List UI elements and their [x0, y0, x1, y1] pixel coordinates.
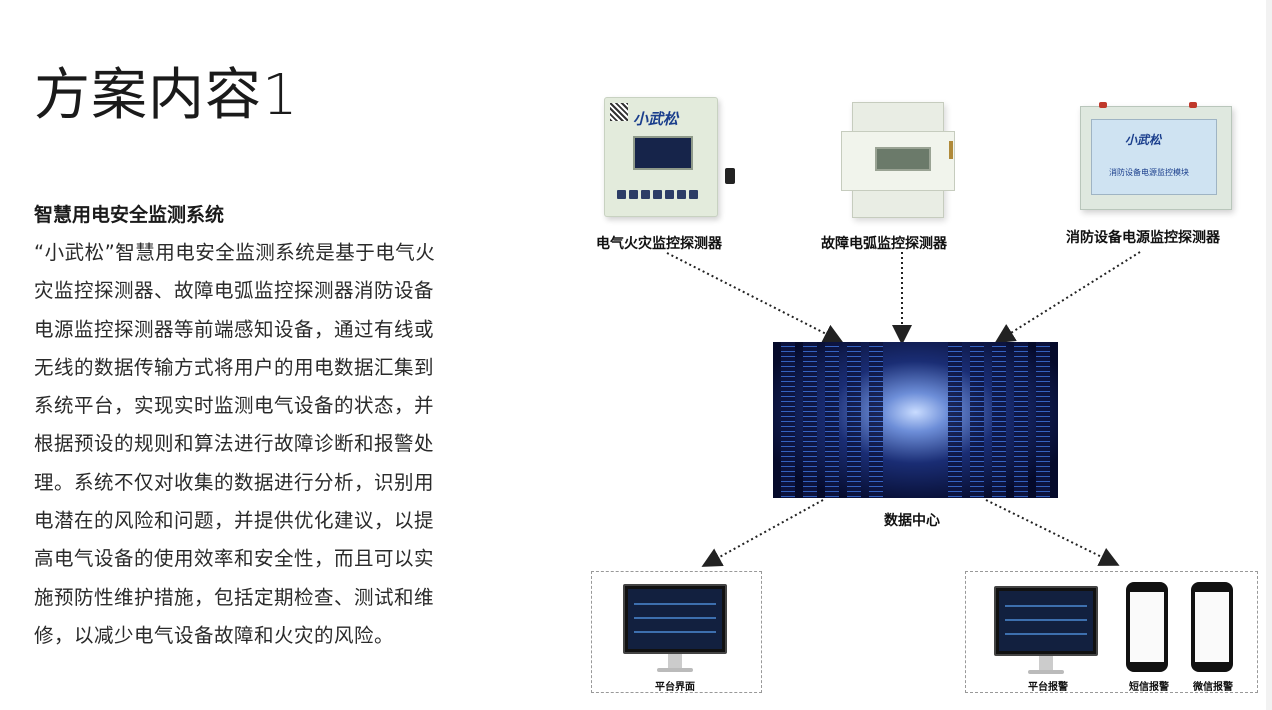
arrow-center-to-alarms — [985, 499, 1120, 566]
terminal-icon — [1189, 102, 1197, 108]
output-label-sms: 短信报警 — [1129, 682, 1169, 693]
alarm-outputs-box: 平台报警 短信报警 微信报警 — [965, 571, 1258, 693]
device-keypad — [617, 190, 698, 199]
description-paragraph: “小武松”智慧用电安全监测系统是基于电气火灾监控探测器、故障电弧监控探测器消防设… — [34, 241, 436, 647]
device-panel-text: 消防设备电源监控模块 — [1109, 168, 1189, 177]
section-subtitle: 智慧用电安全监测系统 — [34, 204, 225, 226]
device-panel — [1091, 119, 1217, 195]
arc-fault-detector-device — [841, 102, 955, 218]
page-title: 方案内容1 — [34, 63, 299, 128]
data-center-label: 数据中心 — [884, 513, 940, 529]
device-screen — [633, 136, 693, 170]
platform-interface-box: 平台界面 — [591, 571, 762, 693]
antenna-plug — [725, 168, 735, 184]
phone-icon — [1126, 582, 1168, 672]
phone-icon — [1191, 582, 1233, 672]
output-label-platform: 平台界面 — [655, 682, 695, 693]
antenna-icon — [949, 141, 953, 159]
device-brand-logo: 小武松 — [633, 110, 679, 128]
page-edge-rule — [1266, 0, 1272, 710]
device-label-power: 消防设备电源监控探测器 — [1066, 230, 1220, 246]
terminal-icon — [1099, 102, 1107, 108]
device-lcd — [875, 147, 931, 171]
power-monitoring-detector-device: 小武松 消防设备电源监控模块 — [1080, 102, 1232, 210]
arrow-center-to-platform — [701, 499, 824, 567]
arrow-fire-to-center — [666, 252, 844, 343]
output-label-platform-alarm: 平台报警 — [1028, 682, 1068, 693]
device-brand-logo: 小武松 — [1125, 133, 1162, 147]
data-center-image — [773, 342, 1058, 498]
arrow-power-to-center — [994, 251, 1141, 344]
device-label-fire: 电气火灾监控探测器 — [596, 236, 722, 252]
output-label-wechat: 微信报警 — [1193, 682, 1233, 693]
qr-code-icon — [610, 103, 628, 121]
device-label-arc: 故障电弧监控探测器 — [821, 236, 947, 252]
fire-monitoring-detector-device: 小武松 — [604, 97, 735, 217]
